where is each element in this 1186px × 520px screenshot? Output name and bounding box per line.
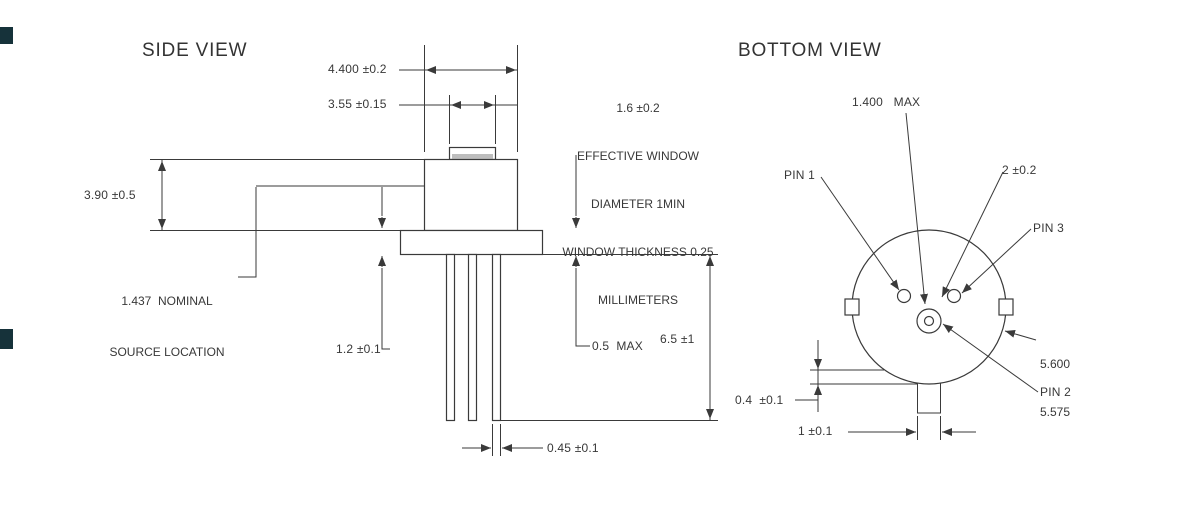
dim-cap-height: 3.90 ±0.5 [84, 188, 136, 202]
window-note: 1.6 ±0.2 EFFECTIVE WINDOW DIAMETER 1MIN … [556, 68, 720, 340]
label-pin3: PIN 3 [1033, 221, 1065, 235]
dim-pin-base: 1.400 MAX [852, 95, 921, 109]
source-location-line: SOURCE LOCATION [109, 345, 225, 359]
label-pin1: PIN 1 [784, 168, 816, 182]
side-view-package [399, 146, 544, 422]
dim-case-diameter-min: 5.575 [1040, 405, 1071, 419]
side-view-dimensions [150, 45, 718, 456]
dim-case-diameter: 5.600 5.575 [1040, 324, 1070, 452]
window-note-line: EFFECTIVE WINDOW [577, 149, 699, 163]
dim-tab-width: 1 ±0.1 [798, 424, 833, 438]
dim-lead-length: 6.5 ±1 [660, 332, 695, 346]
dim-flange-thickness: 1.2 ±0.1 [336, 342, 381, 356]
bottom-view-title: BOTTOM VIEW [738, 40, 882, 61]
scan-mark [0, 329, 13, 349]
dim-cap-width: 4.400 ±0.2 [328, 62, 387, 76]
window-note-line: WINDOW THICKNESS 0.25 [562, 245, 714, 259]
dim-case-diameter-max: 5.600 [1040, 357, 1071, 371]
dim-standoff: 0.5 MAX [592, 339, 643, 353]
side-view-title: SIDE VIEW [142, 40, 248, 61]
dim-pin-spacing: 2 ±0.2 [1002, 163, 1037, 177]
dim-lead-diameter: 0.45 ±0.1 [547, 441, 599, 455]
source-location-note: 1.437 NOMINAL SOURCE LOCATION [94, 259, 240, 395]
source-location-line: 1.437 NOMINAL [121, 294, 213, 308]
dim-window-width: 3.55 ±0.15 [328, 97, 387, 111]
scan-mark [0, 27, 13, 44]
window-note-line: DIAMETER 1MIN [590, 197, 685, 211]
window-note-line: MILLIMETERS [597, 293, 678, 307]
dim-tab-offset: 0.4 ±0.1 [735, 393, 784, 407]
label-pin2: PIN 2 [1040, 385, 1072, 399]
window-note-line: 1.6 ±0.2 [616, 101, 660, 115]
bottom-view-dimensions [795, 112, 1039, 440]
bottom-view-package [844, 229, 1014, 414]
